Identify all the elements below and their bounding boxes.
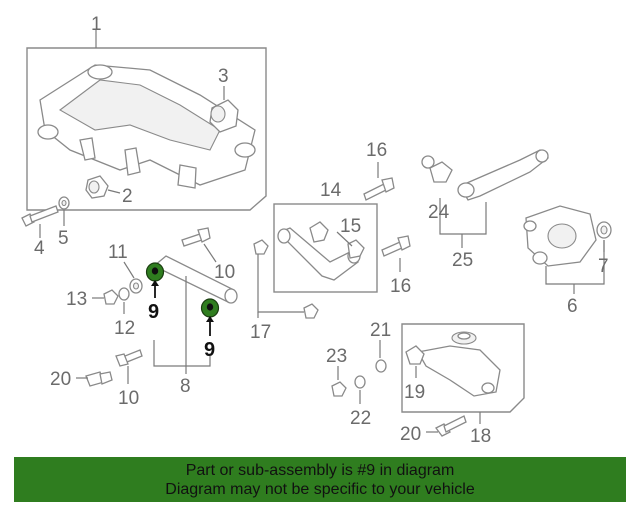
callout-8: 8: [180, 376, 191, 397]
bolt-part-4[interactable]: [21, 205, 59, 227]
callout-7: 7: [598, 256, 609, 277]
callout-21: 21: [370, 320, 391, 341]
callout-9-lower: 9: [204, 339, 215, 361]
subframe-box: [26, 47, 267, 211]
callout-5: 5: [58, 228, 69, 249]
callout-23: 23: [326, 346, 347, 367]
bushing-9-upper[interactable]: [145, 262, 165, 282]
washer-part-12[interactable]: [118, 287, 130, 301]
lower-arm-part-18[interactable]: [416, 331, 501, 397]
upper-arm-box: [273, 203, 378, 293]
bolt-part-16-right[interactable]: [381, 235, 411, 257]
bushing-part-15[interactable]: [309, 221, 365, 259]
callout-9-upper: 9: [148, 301, 159, 323]
bushing-part-2[interactable]: [85, 175, 109, 199]
bushing-part-3[interactable]: [209, 99, 239, 133]
info-banner: Part or sub-assembly is #9 in diagram Di…: [14, 457, 626, 502]
bolt-part-16-top[interactable]: [363, 177, 395, 201]
nut-part-23[interactable]: [331, 381, 347, 397]
nut-part-13[interactable]: [103, 289, 119, 305]
bushing-part-19[interactable]: [405, 345, 425, 365]
callout-19: 19: [404, 382, 425, 403]
callout-20-left: 20: [50, 369, 71, 390]
washer-part-22[interactable]: [354, 375, 366, 389]
callout-4: 4: [34, 238, 45, 259]
callout-20-right: 20: [400, 424, 421, 445]
banner-line-1: Part or sub-assembly is #9 in diagram: [185, 461, 455, 479]
callout-9-arrow-lower: [206, 316, 214, 336]
knuckle-part-6[interactable]: [523, 205, 597, 267]
callout-9-arrow-upper: [151, 280, 159, 298]
callout-12: 12: [114, 318, 135, 339]
washer-part-5[interactable]: [58, 196, 70, 210]
callout-11: 11: [108, 242, 128, 263]
lower-link-part-8[interactable]: [152, 255, 238, 304]
callout-16-top: 16: [366, 140, 387, 161]
banner-line-2: Diagram may not be specific to your vehi…: [165, 480, 475, 498]
link-part-24[interactable]: [421, 155, 453, 183]
washer-part-11[interactable]: [129, 278, 143, 294]
callout-14: 14: [320, 180, 342, 201]
callout-1: 1: [91, 14, 102, 35]
parts-diagram: 1 2 3 4 5 6 7 8 9 9 10 10 11 12 13 14 15…: [21, 14, 612, 447]
bushing-9-lower[interactable]: [200, 298, 220, 318]
washer-part-21[interactable]: [375, 359, 387, 373]
lower-arm-box: [401, 323, 525, 413]
callout-13: 13: [66, 289, 87, 310]
bolt-part-20-left[interactable]: [85, 371, 113, 387]
callout-2: 2: [122, 186, 133, 207]
bolt-part-10-upper[interactable]: [181, 227, 211, 247]
callout-17: 17: [250, 322, 271, 343]
bolt-part-10-lower[interactable]: [115, 349, 143, 367]
callout-10-upper: 10: [214, 262, 235, 283]
nut-part-17[interactable]: [253, 239, 319, 319]
bolt-part-20-right[interactable]: [435, 415, 467, 437]
callout-25: 25: [452, 250, 473, 271]
callout-3: 3: [218, 66, 229, 87]
trailing-link-part[interactable]: [457, 149, 549, 201]
callout-16-right: 16: [390, 276, 411, 297]
callout-15: 15: [340, 216, 361, 237]
callout-22: 22: [350, 408, 371, 429]
callout-6: 6: [567, 296, 578, 317]
callout-18: 18: [470, 426, 491, 447]
subframe-part[interactable]: [37, 64, 256, 189]
bushing-part-7[interactable]: [596, 221, 612, 239]
callout-24: 24: [428, 202, 450, 223]
callout-10-lower: 10: [118, 388, 139, 409]
